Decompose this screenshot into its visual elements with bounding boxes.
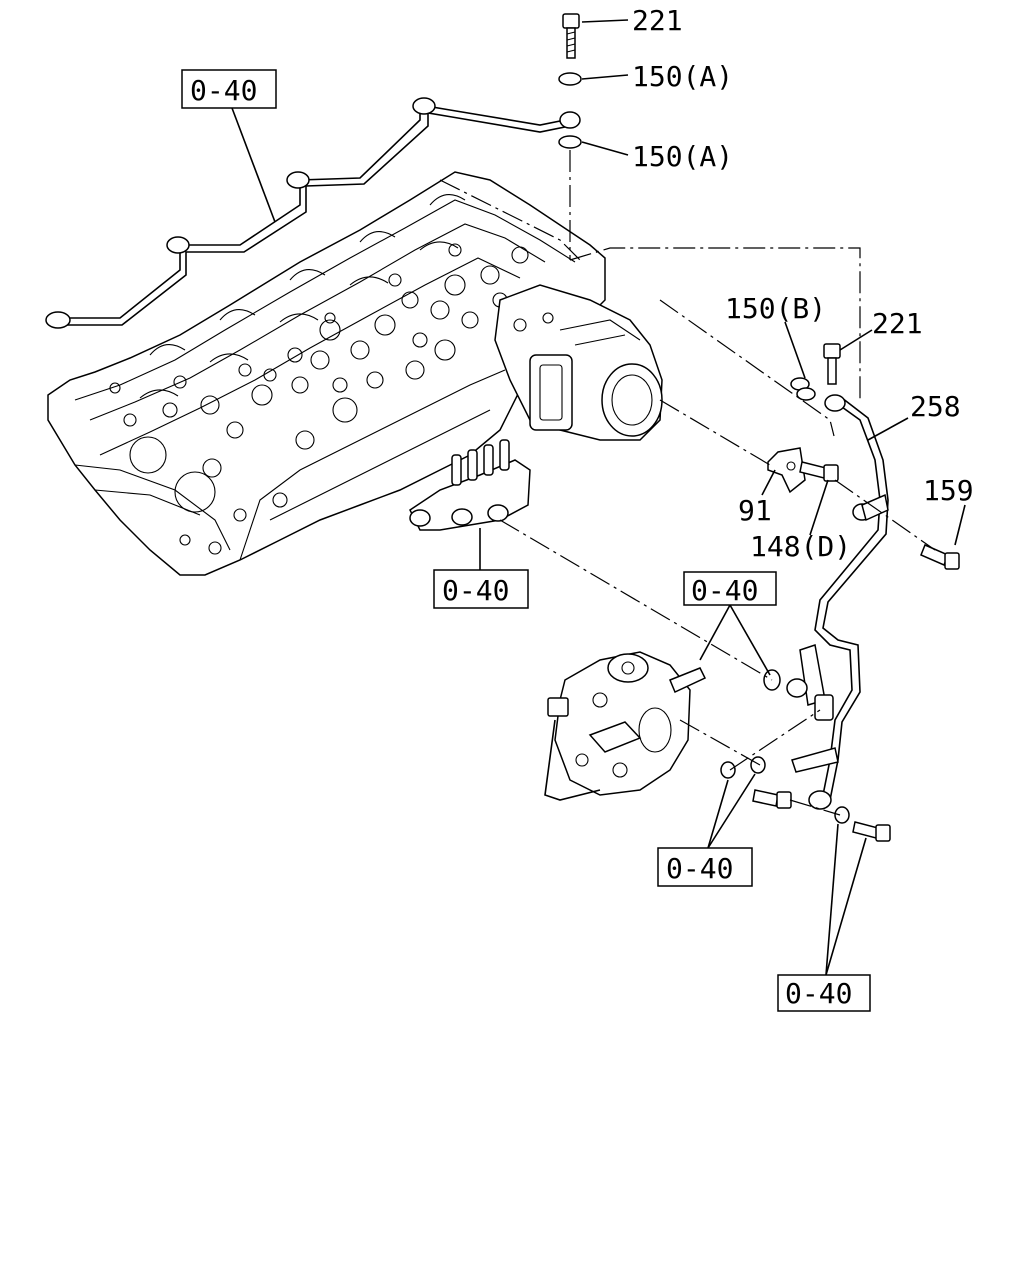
ref-box-pump-gasket[interactable]: 0-40 bbox=[683, 571, 777, 607]
callout-221-top: 221 bbox=[632, 4, 683, 37]
fuel-pipe-258 bbox=[786, 394, 889, 810]
callout-148d: 148(D) bbox=[750, 530, 851, 563]
callout-150b: 150(B) bbox=[725, 292, 826, 325]
callout-221-right: 221 bbox=[872, 307, 923, 340]
ref-label: 0-40 bbox=[666, 852, 733, 885]
washer-150a-upper bbox=[558, 72, 582, 86]
throttle-body bbox=[494, 284, 663, 441]
ref-box-injector-pipes[interactable]: 0-40 bbox=[181, 69, 277, 109]
fuel-pump bbox=[544, 651, 707, 801]
ref-box-injectors[interactable]: 0-40 bbox=[433, 569, 529, 609]
callout-91: 91 bbox=[738, 494, 772, 527]
cylinder-head bbox=[47, 171, 606, 576]
ref-box-pump-bolt[interactable]: 0-40 bbox=[777, 974, 871, 1012]
bolt-221-top bbox=[562, 13, 580, 59]
injector-cluster bbox=[409, 439, 531, 531]
bolt-221-right bbox=[823, 343, 841, 385]
washer-150b bbox=[790, 377, 816, 401]
bolt-159 bbox=[920, 544, 960, 570]
ref-label: 0-40 bbox=[442, 574, 509, 607]
bracket-91 bbox=[767, 447, 806, 494]
ref-label: 0-40 bbox=[785, 977, 852, 1010]
ref-box-pump-washers[interactable]: 0-40 bbox=[657, 847, 753, 887]
washer-150a-lower bbox=[558, 135, 582, 149]
callout-258: 258 bbox=[910, 390, 961, 423]
leader-lines bbox=[231, 19, 966, 976]
alignment-lines bbox=[439, 150, 936, 816]
union-bolt bbox=[834, 806, 891, 842]
ref-label: 0-40 bbox=[190, 74, 257, 107]
bolt-148d bbox=[799, 461, 839, 482]
pump-washers bbox=[720, 756, 766, 779]
callouts: 221 150(A) 150(A) 150(B) 221 258 159 91 … bbox=[632, 4, 974, 563]
pump-bolt bbox=[752, 789, 792, 809]
leak-off-pipe bbox=[45, 97, 581, 329]
ref-label: 0-40 bbox=[691, 574, 758, 607]
callout-159: 159 bbox=[923, 474, 974, 507]
callout-150a-lower: 150(A) bbox=[632, 140, 733, 173]
callout-150a-upper: 150(A) bbox=[632, 60, 733, 93]
